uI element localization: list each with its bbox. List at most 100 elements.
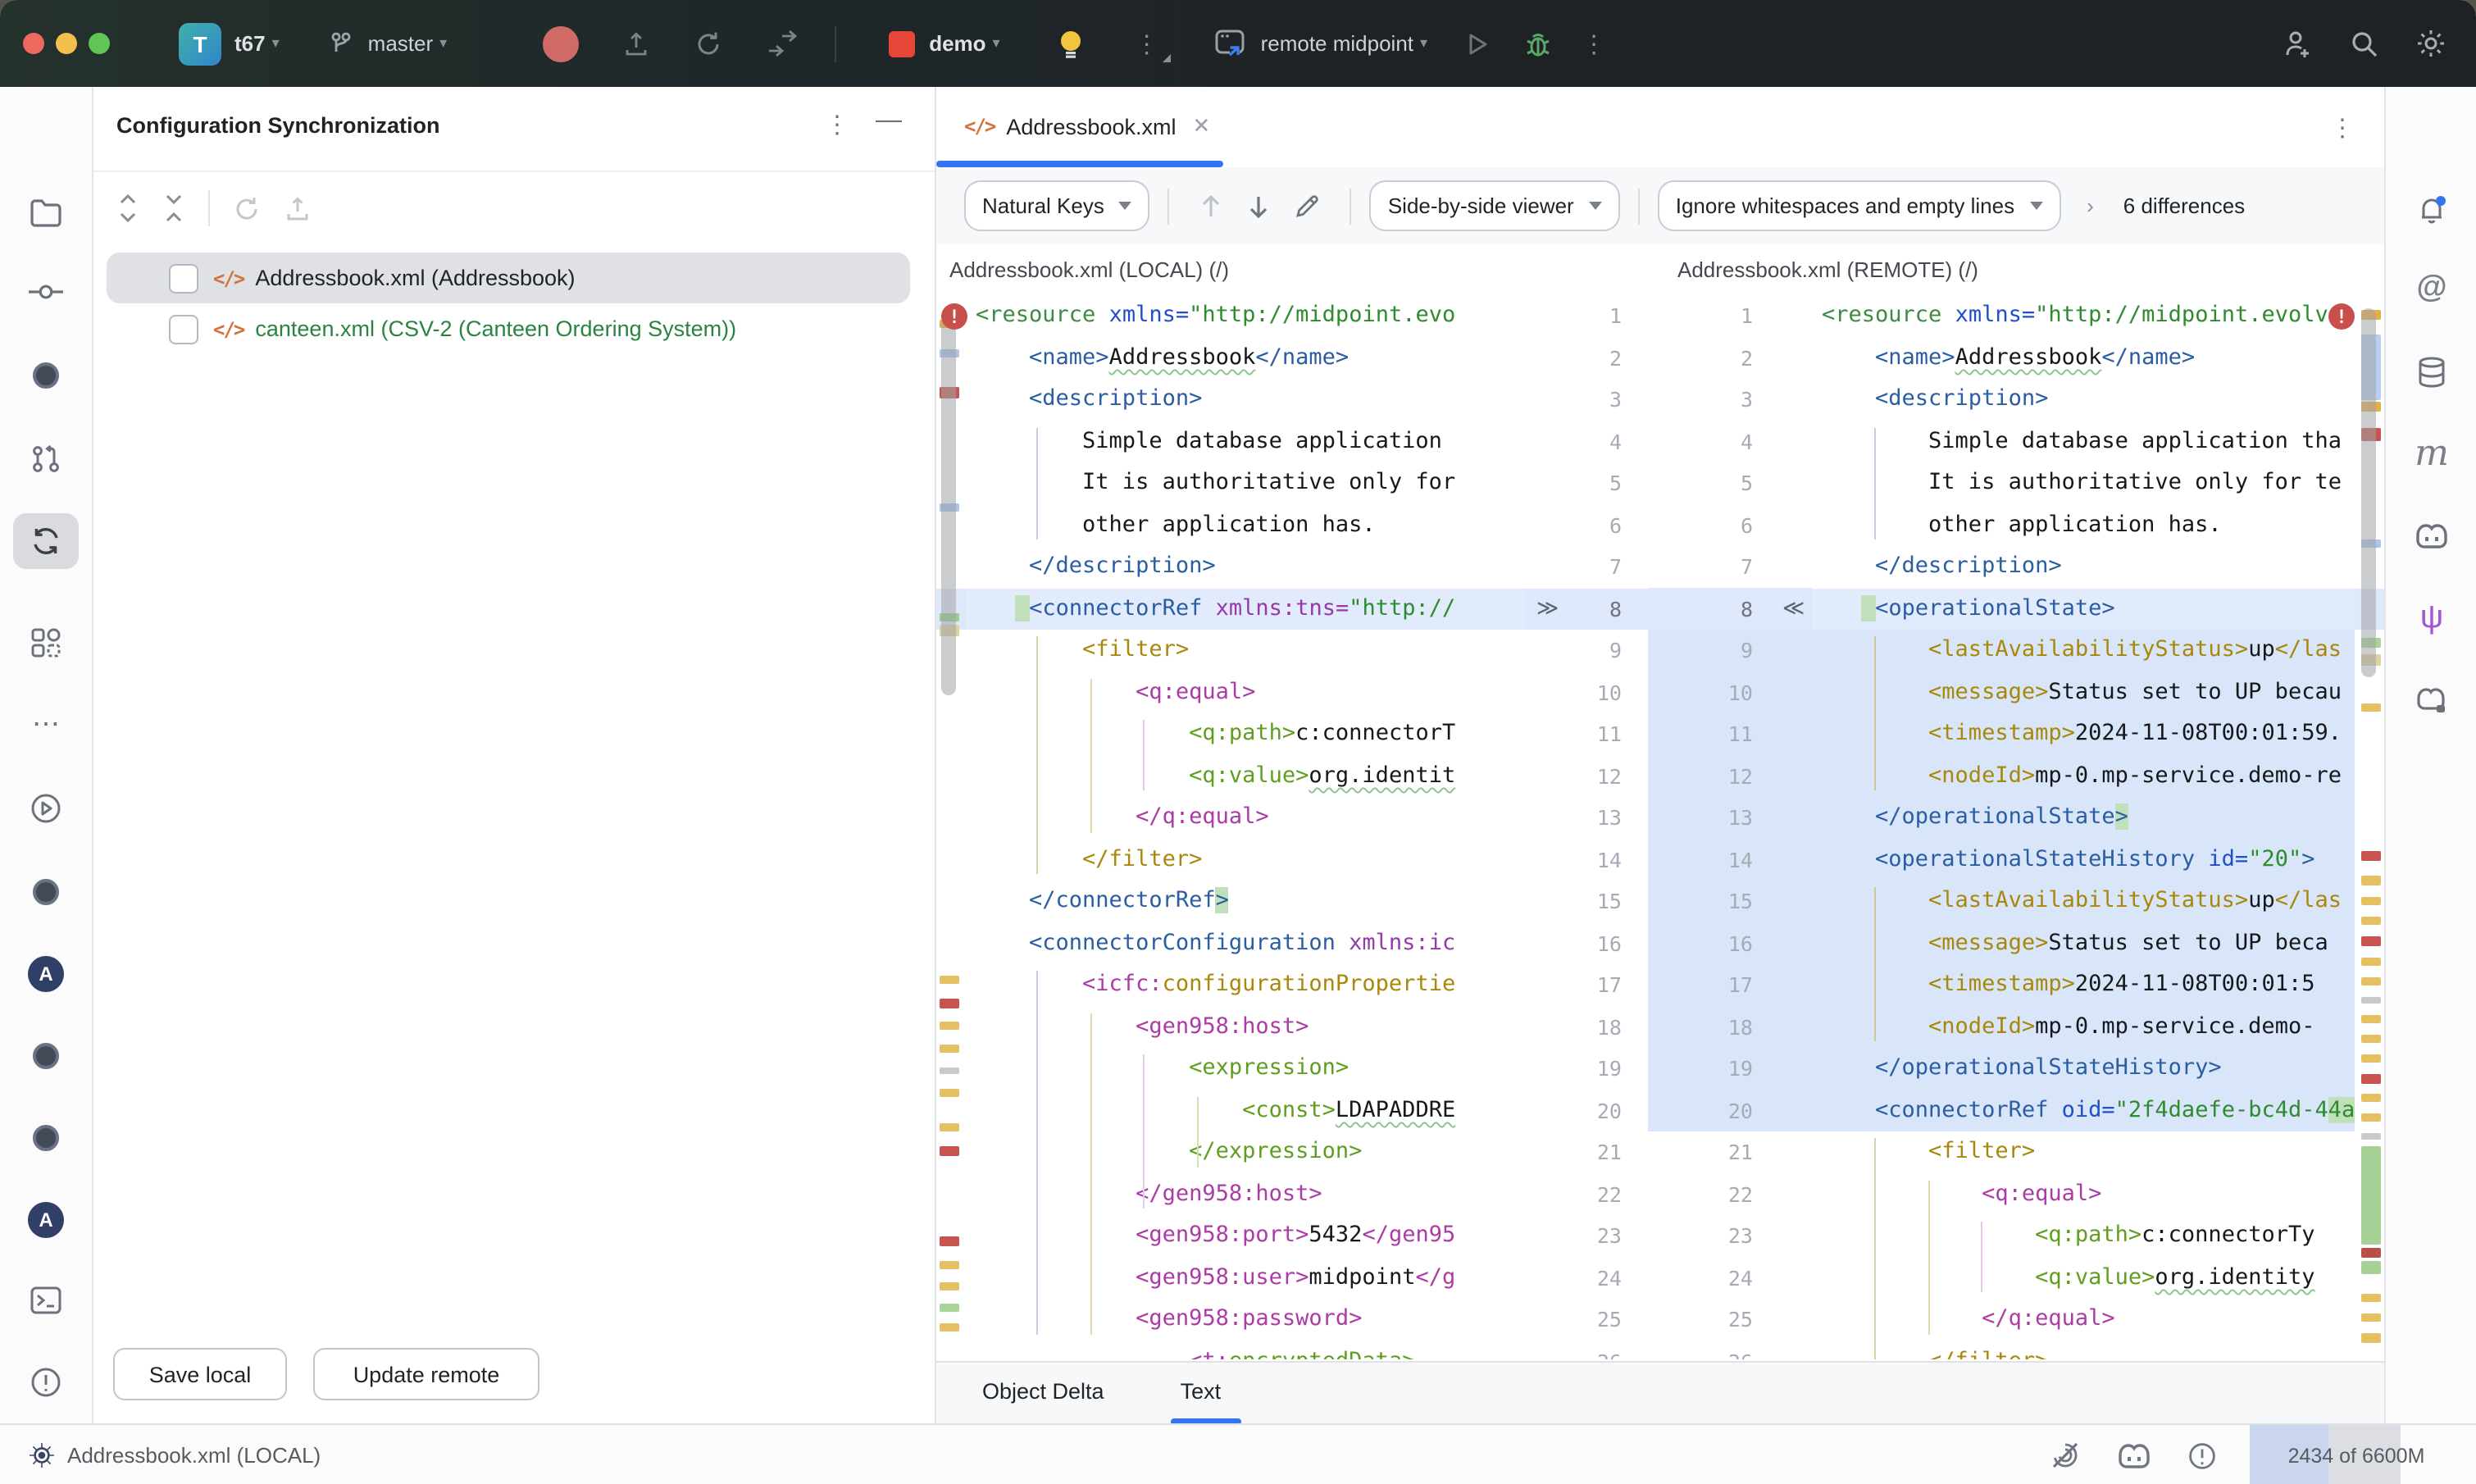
save-local-button[interactable]: Save local — [113, 1348, 287, 1400]
problems-icon[interactable] — [30, 1367, 61, 1398]
bottom-tab-object-delta[interactable]: Object Delta — [982, 1379, 1104, 1404]
indent-guide — [1036, 427, 1038, 539]
plugin-dot-icon[interactable] — [33, 879, 59, 905]
selected-tool-highlight — [13, 513, 79, 569]
add-user-icon[interactable] — [2283, 29, 2314, 58]
previous-difference-icon[interactable] — [1199, 193, 1224, 219]
minimize-window-button[interactable] — [56, 33, 77, 54]
search-icon[interactable] — [2350, 29, 2379, 58]
xml-file-icon: </> — [213, 266, 245, 289]
list-item[interactable]: </> Addressbook.xml (Addressbook) — [107, 253, 910, 303]
tab-options-icon[interactable]: ⋮ — [2330, 115, 2355, 143]
diff-code-area[interactable]: ! ! <resource xmlns="http://midpoint.evo… — [936, 295, 2384, 1359]
project-icon[interactable]: T — [179, 22, 221, 65]
play-icon[interactable] — [1463, 30, 1490, 57]
close-tab-icon[interactable]: ✕ — [1192, 113, 1211, 138]
branch-selector[interactable]: master — [367, 31, 434, 56]
memory-indicator[interactable]: 2434 of 6600M — [2250, 1425, 2463, 1484]
debug-icon[interactable] — [1522, 29, 1552, 58]
pull-requests-icon[interactable] — [30, 444, 62, 474]
database-icon[interactable] — [2417, 356, 2446, 389]
more-icon[interactable]: ⋮ — [1582, 30, 1607, 58]
status-bar: Addressbook.xml (LOCAL) 2434 of 6600M — [0, 1423, 2476, 1484]
plugin-dot-icon[interactable] — [33, 1125, 59, 1151]
close-window-button[interactable] — [23, 33, 44, 54]
collapse-all-icon[interactable] — [162, 193, 185, 223]
change-marker-left[interactable]: ≫ — [1536, 596, 1559, 621]
checkbox[interactable] — [169, 263, 198, 293]
copilot-chat-icon[interactable] — [2415, 685, 2448, 715]
line-number: 24 — [1596, 1265, 1622, 1290]
tab-addressbook-xml[interactable]: </> Addressbook.xml ✕ — [949, 87, 1210, 166]
checkbox[interactable] — [169, 314, 198, 344]
line-number: 9 — [1609, 638, 1622, 662]
right-code-pane[interactable]: <resource xmlns="http://midpoint.evolve … — [1812, 295, 2355, 1359]
run-widget-icon[interactable] — [1215, 29, 1251, 58]
stripe-mark — [2361, 1261, 2381, 1274]
status-file-label[interactable]: Addressbook.xml (LOCAL) — [67, 1443, 321, 1468]
upload-icon[interactable] — [621, 29, 650, 58]
ai-assistant-icon[interactable]: @ — [2416, 271, 2447, 305]
next-difference-icon[interactable] — [1247, 193, 1272, 219]
left-scrollbar-thumb[interactable] — [941, 318, 956, 695]
config-sync-icon[interactable] — [30, 525, 62, 558]
viewer-mode-dropdown[interactable]: Side-by-side viewer — [1369, 180, 1620, 231]
plugin-a-icon[interactable]: A — [28, 956, 64, 992]
bulb-icon[interactable] — [1056, 27, 1086, 60]
run-target-selector[interactable]: remote midpoint — [1260, 31, 1414, 56]
line-number: 17 — [1596, 972, 1622, 997]
plugin-dot-icon[interactable] — [33, 1043, 59, 1069]
services-icon[interactable] — [30, 792, 62, 825]
recording-indicator[interactable] — [542, 25, 579, 61]
maven-icon[interactable]: m — [2415, 434, 2449, 475]
line-number: 9 — [1648, 630, 1812, 671]
structure-icon[interactable] — [30, 627, 61, 658]
step-arrows-icon[interactable] — [765, 29, 798, 58]
change-marker-right[interactable]: ≪ — [1782, 596, 1805, 621]
line-number: 8 — [1648, 588, 1812, 630]
trident-plugin-icon[interactable]: ψ — [2419, 599, 2444, 635]
plugin-a-icon[interactable]: A — [28, 1202, 64, 1238]
refresh-icon[interactable] — [233, 194, 261, 222]
code-line: Simple database application tha — [1822, 427, 2342, 453]
error-badge-icon[interactable]: ! — [2328, 303, 2355, 330]
update-remote-button[interactable]: Update remote — [313, 1348, 539, 1400]
editor-bottom-tabs: Object Delta Text — [936, 1361, 2384, 1425]
code-line: <expression> — [976, 1054, 1350, 1081]
code-line: <gen958:user>midpoint</g — [976, 1263, 1456, 1290]
chevron-down-icon: ▾ — [271, 34, 280, 51]
file-label: Addressbook.xml (Addressbook) — [255, 266, 576, 290]
settings-gear-icon[interactable] — [2415, 28, 2446, 59]
upload-icon[interactable] — [284, 194, 312, 222]
project-selector[interactable]: t67 — [234, 31, 266, 56]
bottom-tab-text[interactable]: Text — [1180, 1379, 1222, 1404]
project-folder-icon[interactable] — [30, 198, 62, 228]
plugin-dot-icon[interactable] — [33, 362, 59, 389]
left-code-pane[interactable]: <resource xmlns="http://midpoint.evo <na… — [966, 295, 1525, 1359]
event-log-icon[interactable] — [2187, 1441, 2217, 1470]
ai-disabled-icon[interactable] — [2050, 1440, 2081, 1471]
commit-icon[interactable] — [28, 280, 64, 303]
maximize-window-button[interactable] — [89, 33, 110, 54]
list-item[interactable]: </>canteen.xml (CSV-2 (Canteen Ordering … — [107, 303, 910, 354]
more-tools-icon[interactable]: ⋯ — [32, 708, 60, 740]
keys-mode-dropdown[interactable]: Natural Keys — [964, 180, 1150, 231]
copilot-icon[interactable] — [2415, 521, 2449, 551]
code-line: <q:path>c:connectorT — [976, 720, 1456, 746]
more-actions-icon[interactable]: ⋮ — [1135, 29, 1171, 61]
tool-window-options-icon[interactable]: ⋮ — [825, 112, 849, 139]
terminal-icon[interactable] — [30, 1286, 62, 1315]
copilot-status-icon[interactable] — [2117, 1441, 2151, 1470]
run-profile-selector[interactable]: demo — [929, 31, 986, 56]
hide-tool-window-icon[interactable]: — — [876, 107, 902, 134]
edit-pencil-icon[interactable] — [1295, 193, 1321, 219]
error-badge-icon[interactable]: ! — [941, 303, 967, 330]
refresh-icon[interactable] — [693, 29, 722, 58]
right-scrollbar-thumb[interactable] — [2361, 308, 2376, 677]
notifications-bell-icon[interactable] — [2415, 193, 2448, 226]
active-tab-underline — [936, 161, 1223, 166]
whitespace-mode-dropdown[interactable]: Ignore whitespaces and empty lines — [1657, 180, 2061, 231]
expand-all-icon[interactable] — [116, 193, 139, 223]
chevron-right-icon[interactable]: › — [2087, 193, 2094, 218]
stripe-mark — [2361, 1015, 2381, 1023]
